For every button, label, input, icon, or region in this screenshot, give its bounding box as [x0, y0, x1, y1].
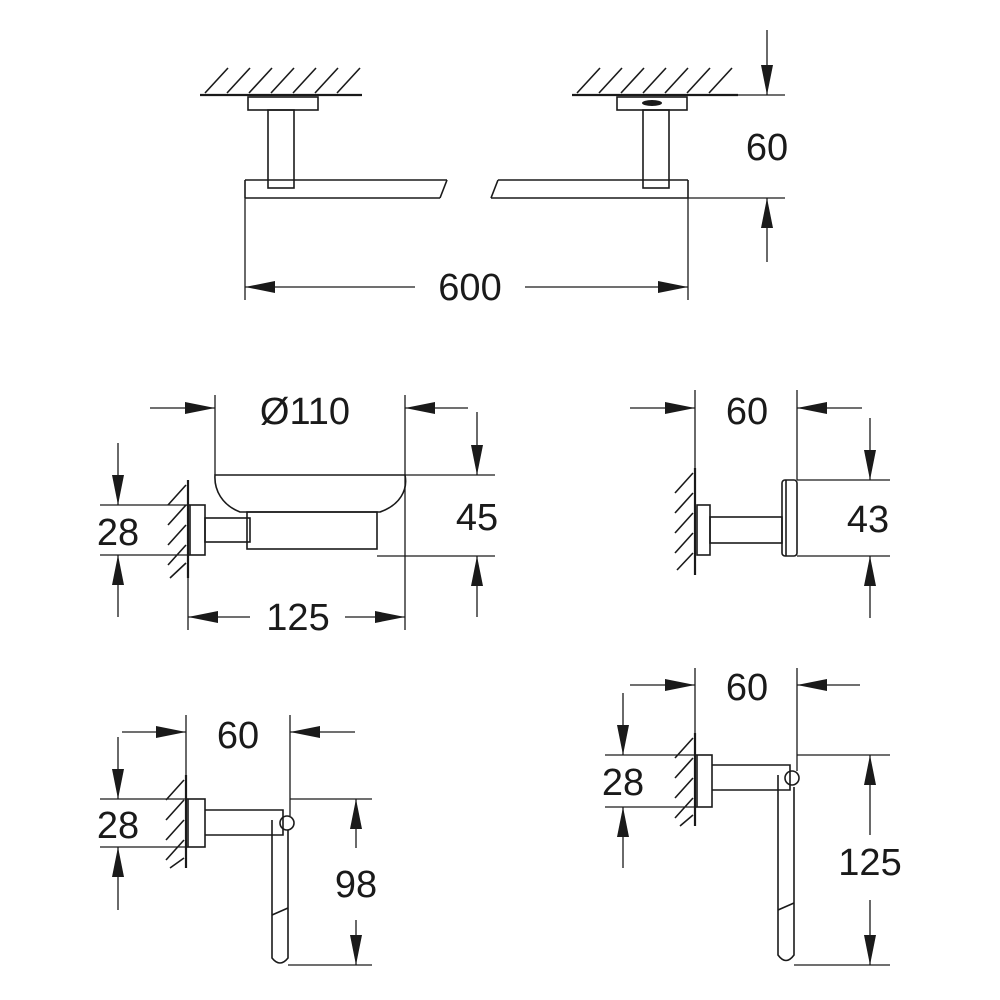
dim-hook-projection: 60 [726, 391, 768, 433]
towel-ring-view: 60 28 125 [602, 667, 902, 966]
wall-hatch-left [204, 67, 361, 94]
dim-soap-dish-diameter: Ø110 [260, 391, 350, 433]
dim-soap-dish-flange: 28 [97, 512, 139, 554]
wall-hatch-paper [165, 779, 185, 869]
dim-paper-holder-length: 98 [335, 864, 377, 906]
dim-paper-holder-flange: 28 [97, 805, 139, 847]
wall-hatch-hook [674, 472, 694, 571]
dim-towel-ring-flange: 28 [602, 762, 644, 804]
paper-holder-view: 60 28 98 [97, 715, 377, 966]
dim-towel-bar-projection: 60 [746, 127, 788, 169]
hook-view: 60 43 [630, 390, 890, 618]
dim-paper-holder-projection: 60 [217, 715, 259, 757]
dim-towel-ring-projection: 60 [726, 667, 768, 709]
dim-towel-ring-length: 125 [838, 842, 901, 884]
wall-hatch-right [576, 67, 733, 94]
dim-hook-height: 43 [847, 499, 889, 541]
dim-soap-dish-height: 45 [456, 497, 498, 539]
wall-hatch-ring [674, 737, 694, 827]
wall-hatch-soap [167, 484, 187, 579]
dim-soap-dish-projection: 125 [266, 597, 329, 639]
towel-bar-view: 600 60 [200, 30, 788, 309]
soap-dish-view: Ø110 45 28 125 [97, 391, 498, 639]
dim-towel-bar-length: 600 [438, 267, 501, 309]
